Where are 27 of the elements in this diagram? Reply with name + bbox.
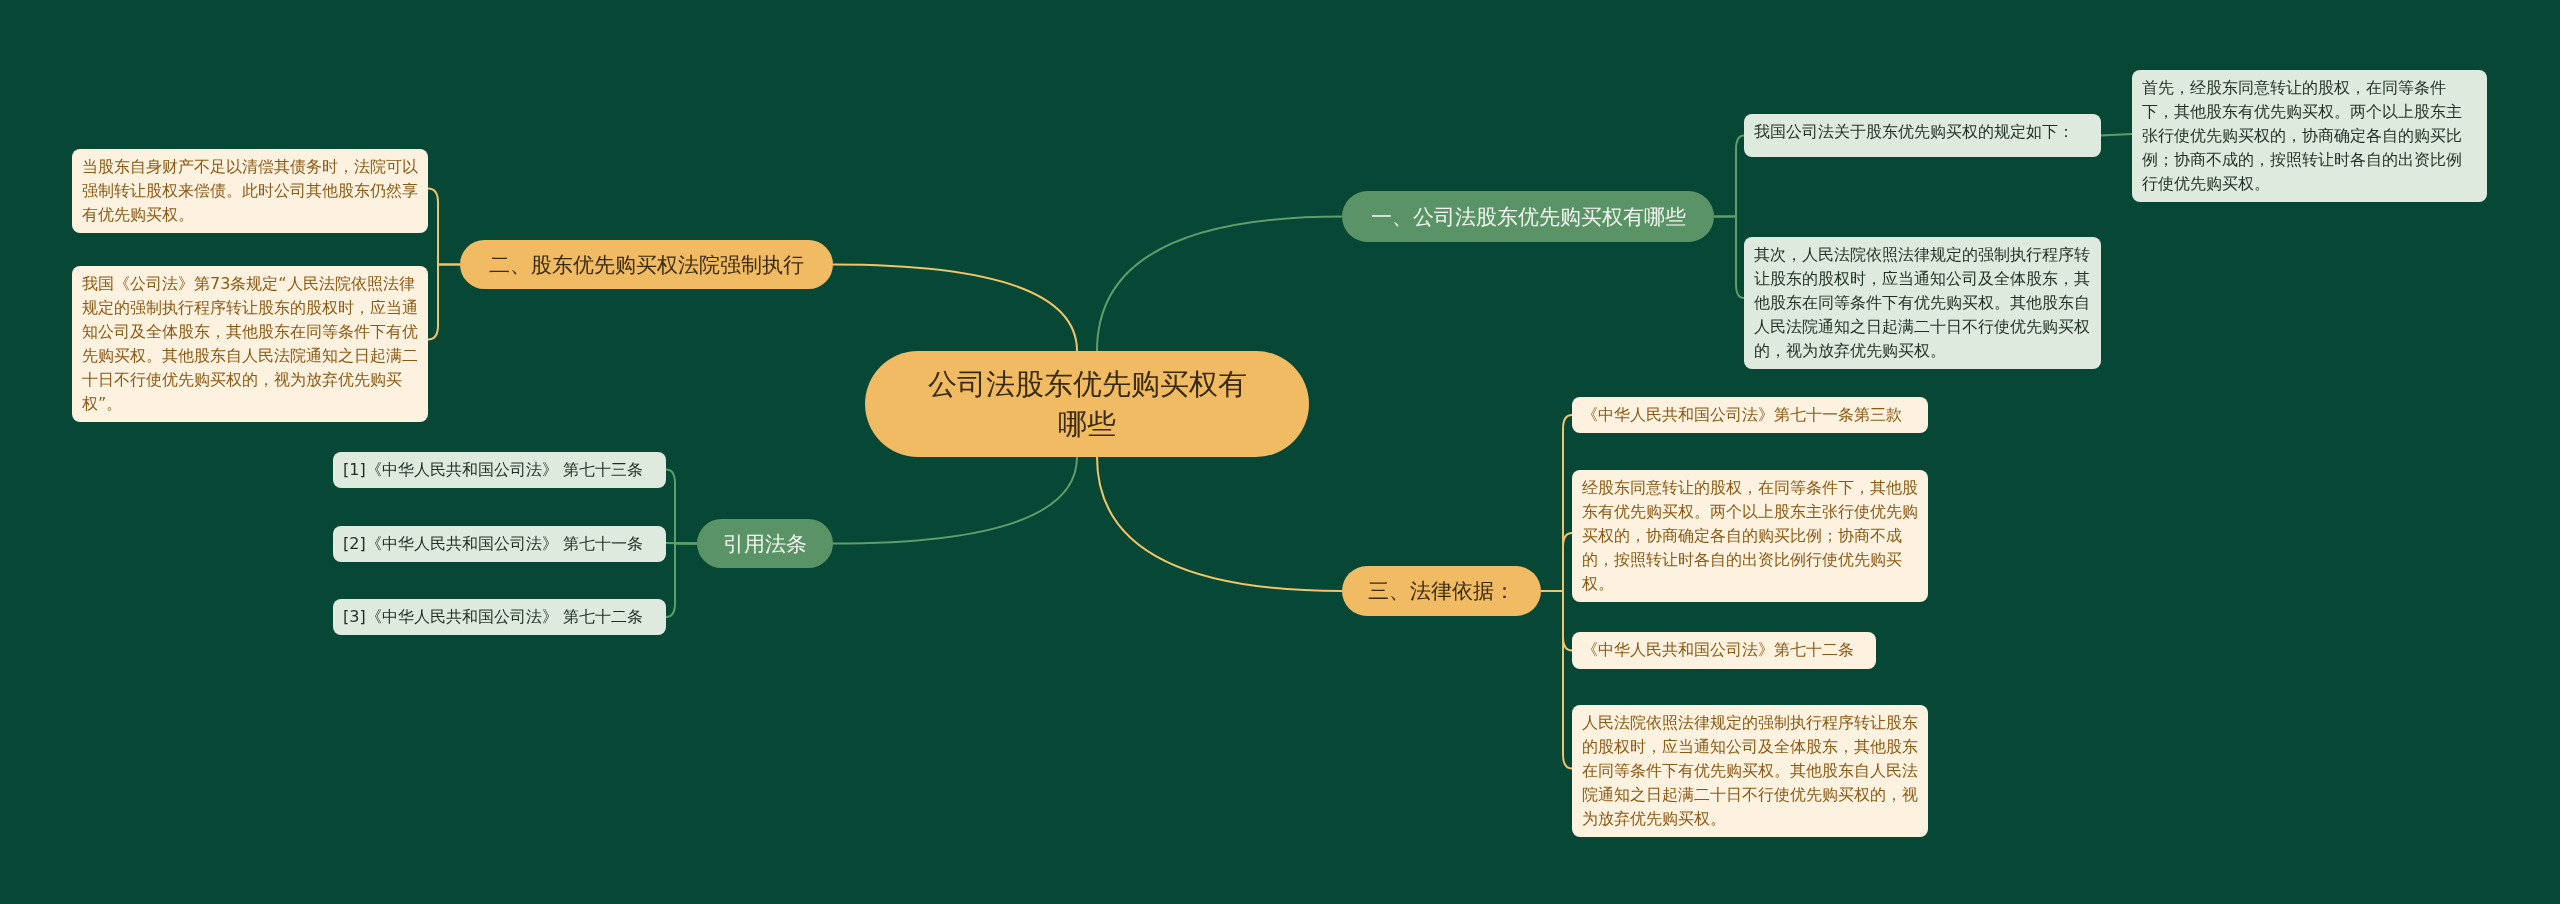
branch-topic: 一、公司法股东优先购买权有哪些: [1342, 191, 1714, 242]
connector-line: [427, 263, 461, 341]
note-box: 我国公司法关于股东优先购买权的规定如下：: [1744, 114, 2101, 157]
central-topic: 公司法股东优先购买权有哪些: [865, 351, 1309, 457]
note-box: 其次，人民法院依照法律规定的强制执行程序转让股东的股权时，应当通知公司及全体股东，其他股东在同等条件下有优先购买权。其他股东自人民法院通知之日起满二十日不行使优先购买权的，视为放弃优先购买权。: [1744, 237, 2101, 369]
connector-line: [2100, 133, 2133, 137]
connector-line: [1096, 456, 1343, 592]
reference-box: [1]《中华人民共和国公司法》 第七十三条: [333, 452, 666, 488]
reference-box: 《中华人民共和国公司法》第七十一条第三款: [1572, 397, 1928, 433]
branch-topic: 二、股东优先购买权法院强制执行: [460, 240, 833, 289]
note-box: 人民法院依照法律规定的强制执行程序转让股东的股权时，应当通知公司及全体股东，其他股东在同等条件下有优先购买权。其他股东自人民法院通知之日起满二十日不行使优先购买权的，视为放弃优先购买权。: [1572, 705, 1928, 837]
connector-line: [1540, 590, 1573, 770]
reference-box: [3]《中华人民共和国公司法》 第七十二条: [333, 599, 666, 635]
reference-box: 《中华人民共和国公司法》第七十二条: [1572, 632, 1876, 669]
note-box: 我国《公司法》第73条规定“人民法院依照法律规定的强制执行程序转让股东的股权时，应当通知公司及全体股东，其他股东在同等条件下有优先购买权。其他股东自人民法院通知之日起满二十日不行使优先购买权的，视为放弃优先购买权”。: [72, 266, 428, 422]
connector-line: [832, 456, 1078, 545]
note-box: 当股东自身财产不足以清偿其债务时，法院可以强制转让股权来偿债。此时公司其他股东仍然享有优先购买权。: [72, 149, 428, 233]
connector-line: [665, 542, 698, 618]
connector-line: [832, 263, 1078, 352]
reference-box: [2]《中华人民共和国公司法》 第七十一条: [333, 526, 666, 562]
connector-line: [1713, 215, 1745, 299]
note-box: 首先，经股东同意转让的股权，在同等条件下，其他股东有优先购买权。两个以上股东主张行使优先购买权的，协商确定各自的购买比例；协商不成的，按照转让时各自的出资比例行使优先购买权。: [2132, 70, 2487, 202]
branch-topic: 三、法律依据：: [1342, 566, 1541, 616]
branch-topic: 引用法条: [697, 519, 833, 568]
note-box: 经股东同意转让的股权，在同等条件下，其他股东有优先购买权。两个以上股东主张行使优先购买权的，协商确定各自的购买比例；协商不成的，按照转让时各自的出资比例行使优先购买权。: [1572, 470, 1928, 602]
connector-line: [665, 542, 698, 545]
connector-line: [1096, 215, 1343, 352]
